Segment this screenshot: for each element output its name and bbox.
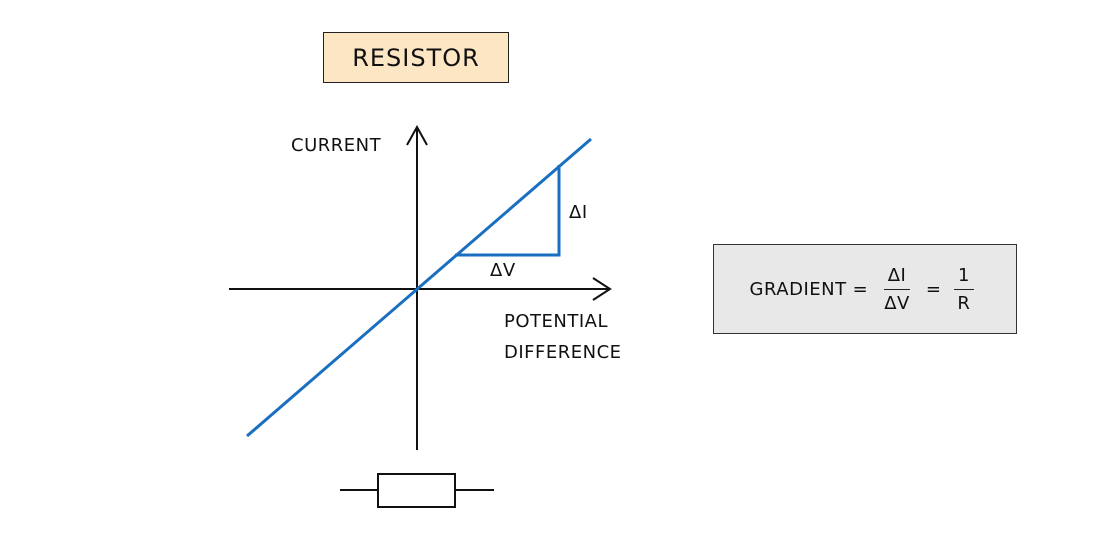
fraction-2-denominator: R (957, 292, 971, 314)
fraction-1-numerator: ΔI (883, 265, 911, 290)
gradient-triangle (455, 165, 561, 257)
title-box: RESISTOR (323, 32, 509, 83)
x-axis-label-line1: POTENTIAL (504, 311, 609, 332)
x-axis-arrowhead (592, 277, 612, 301)
resistor-symbol-icon (340, 473, 494, 508)
title-text: RESISTOR (352, 43, 480, 72)
delta-i-label: ΔI (569, 202, 588, 223)
fraction-1-over-r: 1 R (953, 265, 974, 314)
formula-lhs: GRADIENT (749, 278, 847, 300)
fraction-2-numerator: 1 (953, 265, 974, 290)
formula-equals-2: = (925, 278, 942, 300)
y-axis-arrowhead (406, 124, 428, 146)
x-axis-label-line2: DIFFERENCE (504, 342, 622, 363)
fraction-delta-i-over-delta-v: ΔI ΔV (880, 265, 914, 314)
delta-v-label: ΔV (490, 260, 516, 281)
gradient-formula-box: GRADIENT = ΔI ΔV = 1 R (713, 244, 1017, 334)
fraction-1-denominator: ΔV (884, 292, 910, 314)
iv-line (246, 137, 592, 438)
formula-equals-1: = (852, 278, 869, 300)
y-axis-label: CURRENT (291, 135, 382, 156)
